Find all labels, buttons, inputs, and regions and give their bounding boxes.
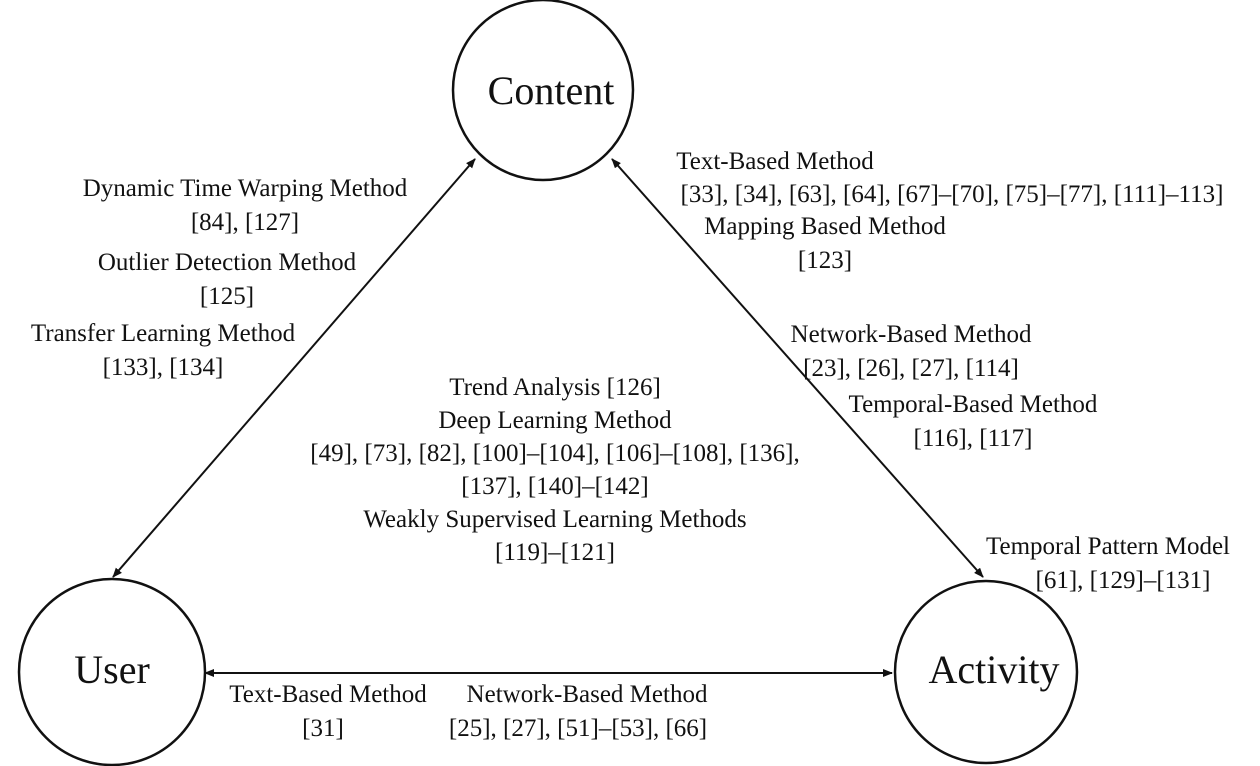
method-label: Outlier Detection Method: [97, 249, 357, 276]
user-content-arrow: [112, 158, 476, 578]
method-label: Temporal Pattern Model: [985, 533, 1231, 560]
method-label: Transfer Learning Method: [30, 320, 296, 347]
method-label: Network-Based Method: [790, 321, 1032, 348]
method-refs: [31]: [302, 715, 344, 742]
annotation-network-based-content-activity: Network-Based Method [23], [26], [27], […: [791, 318, 1032, 386]
annotation-transfer-learning: Transfer Learning Method [133], [134]: [31, 317, 295, 385]
user-node-label: User: [74, 647, 150, 692]
weakly-supervised-refs: [119]–[121]: [495, 539, 615, 566]
annotation-text-based-user-activity: Text-Based Method [31]: [229, 678, 427, 746]
annotation-temporal-based: Temporal-Based Method [116], [117]: [849, 388, 1098, 456]
annotation-temporal-pattern-model: Temporal Pattern Model [61], [129]–[131]: [986, 530, 1230, 598]
method-refs: [33], [34], [63], [64], [67]–[70], [75]–…: [680, 181, 1224, 208]
deep-learning-refs-line2: [137], [140]–[142]: [461, 473, 649, 500]
weakly-supervised-label: Weakly Supervised Learning Methods: [363, 506, 747, 533]
method-refs: [123]: [797, 247, 853, 274]
annotation-center-methods: Trend Analysis [126] Deep Learning Metho…: [310, 371, 799, 569]
method-refs: [23], [26], [27], [114]: [803, 355, 1019, 382]
activity-node-circle: [893, 579, 1079, 765]
annotation-outlier-detection: Outlier Detection Method [125]: [98, 246, 356, 314]
annotation-text-based-content-activity: Text-Based Method: [676, 145, 874, 179]
deep-learning-label: Deep Learning Method: [438, 407, 672, 434]
annotation-mapping-based: Mapping Based Method [123]: [704, 210, 946, 278]
annotation-dynamic-time-warping: Dynamic Time Warping Method [84], [127]: [83, 172, 408, 240]
method-refs: [116], [117]: [913, 425, 1033, 452]
content-activity-arrow: [611, 158, 984, 578]
method-refs: [125]: [199, 283, 255, 310]
content-node-label: Content: [488, 68, 615, 113]
annotation-text-based-refs: [33], [34], [63], [64], [67]–[70], [75]–…: [681, 178, 1224, 212]
content-node-circle: [451, 0, 635, 182]
deep-learning-refs-line1: [49], [73], [82], [100]–[104], [106]–[10…: [310, 440, 800, 467]
method-refs: [25], [27], [51]–[53], [66]: [448, 715, 708, 742]
method-label: Mapping Based Method: [704, 213, 946, 240]
method-refs: [133], [134]: [102, 354, 224, 381]
annotation-network-based-user-activity: Network-Based Method [25], [27], [51]–[5…: [449, 678, 708, 746]
method-label: Dynamic Time Warping Method: [82, 175, 408, 202]
method-label: Text-Based Method: [676, 148, 874, 175]
trend-analysis-label: Trend Analysis [126]: [449, 374, 661, 401]
method-label: Temporal-Based Method: [848, 391, 1098, 418]
method-refs: [84], [127]: [190, 209, 300, 236]
method-label: Text-Based Method: [229, 681, 427, 708]
activity-node-label: Activity: [928, 647, 1059, 692]
method-label: Network-Based Method: [466, 681, 708, 708]
method-refs: [61], [129]–[131]: [1035, 567, 1211, 594]
